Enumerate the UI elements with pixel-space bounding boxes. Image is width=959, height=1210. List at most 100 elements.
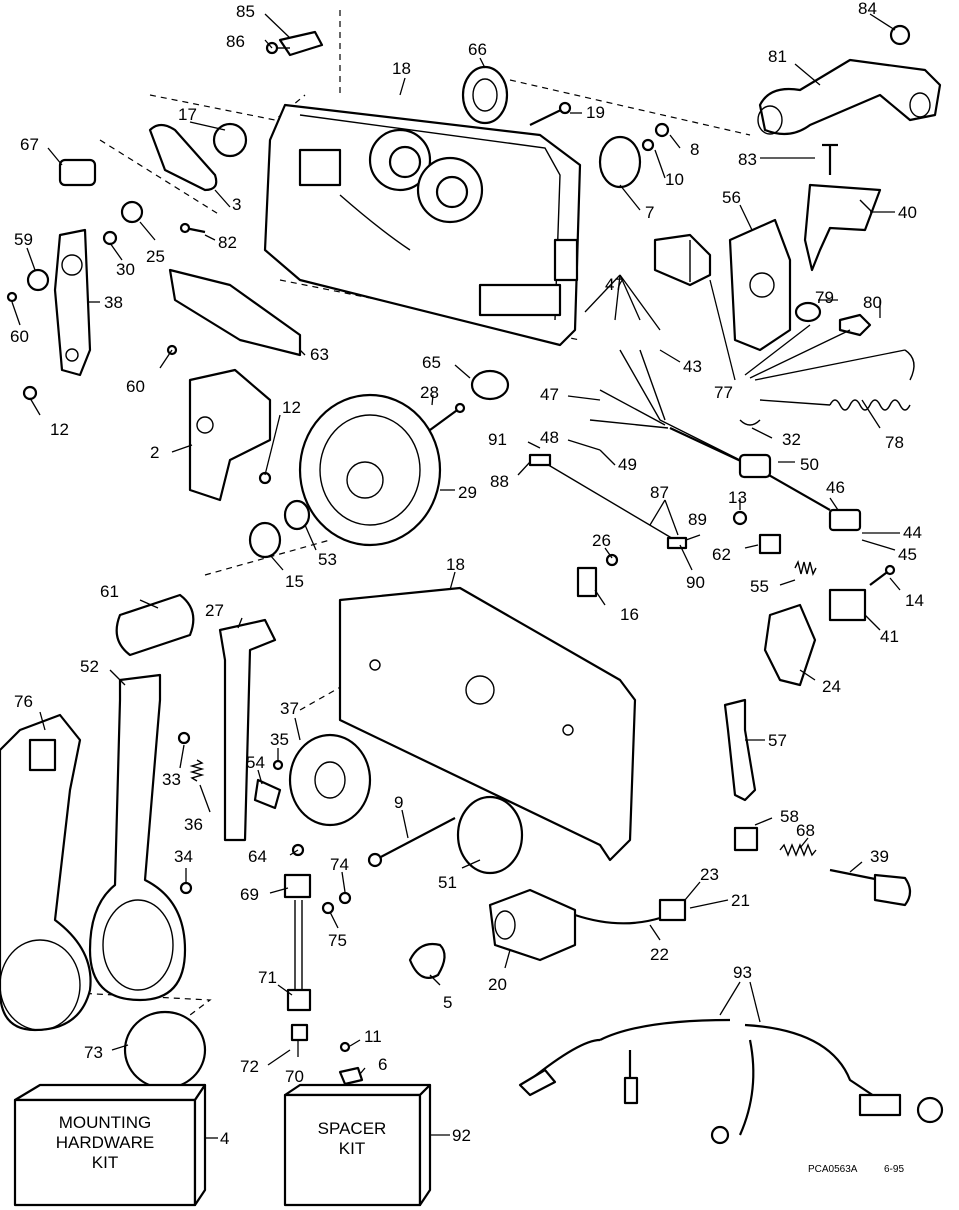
callout-16: 16 <box>620 605 639 624</box>
callout-3: 3 <box>232 195 241 214</box>
spacer-kit-box: SPACER KIT <box>283 1083 432 1207</box>
callout-85: 85 <box>236 2 255 21</box>
callout-20: 20 <box>488 975 507 994</box>
callout-8: 8 <box>690 140 699 159</box>
part-13-cap <box>732 510 748 526</box>
callout-14: 14 <box>905 591 924 610</box>
callout-33: 33 <box>162 770 181 789</box>
callout-64: 64 <box>248 847 267 866</box>
callout-35: 35 <box>270 730 289 749</box>
part-73-disc <box>123 1010 207 1090</box>
callout-91: 91 <box>488 430 507 449</box>
part-33-screw <box>177 731 191 745</box>
callout-58: 58 <box>780 807 799 826</box>
callout-61: 61 <box>100 582 119 601</box>
callout-13: 13 <box>728 488 747 507</box>
part-38-lever <box>53 228 92 377</box>
wiring-harness <box>589 349 862 532</box>
part-83-screw <box>822 143 838 175</box>
callout-17: 17 <box>178 105 197 124</box>
part-37-gear <box>288 733 372 827</box>
control-housing-top <box>263 103 582 347</box>
callout-49: 49 <box>618 455 637 474</box>
callout-25: 25 <box>146 247 165 266</box>
control-housing-cover <box>338 586 637 862</box>
mounting-hardware-kit-box: MOUNTING HARDWARE KIT <box>13 1083 207 1207</box>
part-17-ring <box>212 122 248 158</box>
part-79-ring <box>794 301 822 323</box>
callout-38: 38 <box>104 293 123 312</box>
callout-68: 68 <box>796 821 815 840</box>
part-53-ring <box>283 499 311 531</box>
callout-90: 90 <box>686 573 705 592</box>
callout-29: 29 <box>458 483 477 502</box>
callout-57: 57 <box>768 731 787 750</box>
callout-92: 92 <box>452 1126 471 1145</box>
part-58-block <box>733 826 759 852</box>
callout-18-top: 18 <box>392 59 411 78</box>
part-61-pad <box>115 593 195 657</box>
callout-51: 51 <box>438 873 457 892</box>
spacer-kit-line1: SPACER <box>318 1119 387 1138</box>
callout-10: 10 <box>665 170 684 189</box>
part-68-spring <box>779 843 817 857</box>
part-25-washer <box>120 200 144 224</box>
part-59-washer <box>26 268 50 292</box>
callout-2: 2 <box>150 443 159 462</box>
part-88-cable <box>528 453 676 541</box>
ignition-switch <box>653 233 712 287</box>
callout-56: 56 <box>722 188 741 207</box>
callout-11: 11 <box>364 1027 382 1046</box>
callout-73: 73 <box>84 1043 103 1062</box>
part-24-plate <box>763 603 817 687</box>
part-89-pin <box>666 536 688 550</box>
leader-lines <box>11 13 906 1139</box>
callout-89: 89 <box>688 510 707 529</box>
part-35-screw <box>272 759 284 771</box>
callout-39: 39 <box>870 847 889 866</box>
callout-30: 30 <box>116 260 135 279</box>
part-57-link <box>723 698 757 802</box>
callout-81: 81 <box>768 47 787 66</box>
part-62-block <box>758 533 782 555</box>
callout-47-a: 47 <box>605 275 624 294</box>
callout-66: 66 <box>468 40 487 59</box>
drawing-date: 6-95 <box>884 1164 904 1175</box>
callout-75: 75 <box>328 931 347 950</box>
callout-88: 88 <box>490 472 509 491</box>
mounting-kit-line1: MOUNTING <box>59 1113 152 1132</box>
callout-34: 34 <box>174 847 193 866</box>
part-28-screw <box>429 402 466 431</box>
callout-78: 78 <box>885 433 904 452</box>
callout-55: 55 <box>750 577 769 596</box>
part-93-cables <box>518 1018 944 1145</box>
callout-70: 70 <box>285 1067 304 1086</box>
part-82-screw <box>179 222 206 234</box>
drawing-number: PCA0563A <box>808 1164 858 1175</box>
callout-18-mid: 18 <box>446 555 465 574</box>
part-41-block <box>828 588 867 622</box>
part-12-screw-a <box>22 385 38 401</box>
callout-37: 37 <box>280 699 299 718</box>
callout-36: 36 <box>184 815 203 834</box>
part-80-key <box>838 313 872 337</box>
callout-26: 26 <box>592 531 611 550</box>
part-40-bracket <box>803 183 882 272</box>
callout-83: 83 <box>738 150 757 169</box>
callout-52: 52 <box>80 657 99 676</box>
part-84-nut <box>889 24 911 46</box>
callout-labels: 85 86 18 66 84 81 17 19 67 8 10 83 3 7 5… <box>10 0 924 1148</box>
part-52-lever <box>88 673 187 1002</box>
callout-22: 22 <box>650 945 669 964</box>
callout-32: 32 <box>782 430 801 449</box>
callout-60-a: 60 <box>10 327 29 346</box>
callout-5: 5 <box>443 993 452 1012</box>
callout-23: 23 <box>700 865 719 884</box>
callout-47-b: 47 <box>540 385 559 404</box>
part-36-spring <box>189 759 205 782</box>
part-63-plate <box>168 268 302 357</box>
part-22-wire <box>574 913 661 925</box>
mounting-kit-line3: KIT <box>92 1153 118 1172</box>
part-65-grommet <box>470 369 510 401</box>
part-51-disc <box>456 795 524 875</box>
